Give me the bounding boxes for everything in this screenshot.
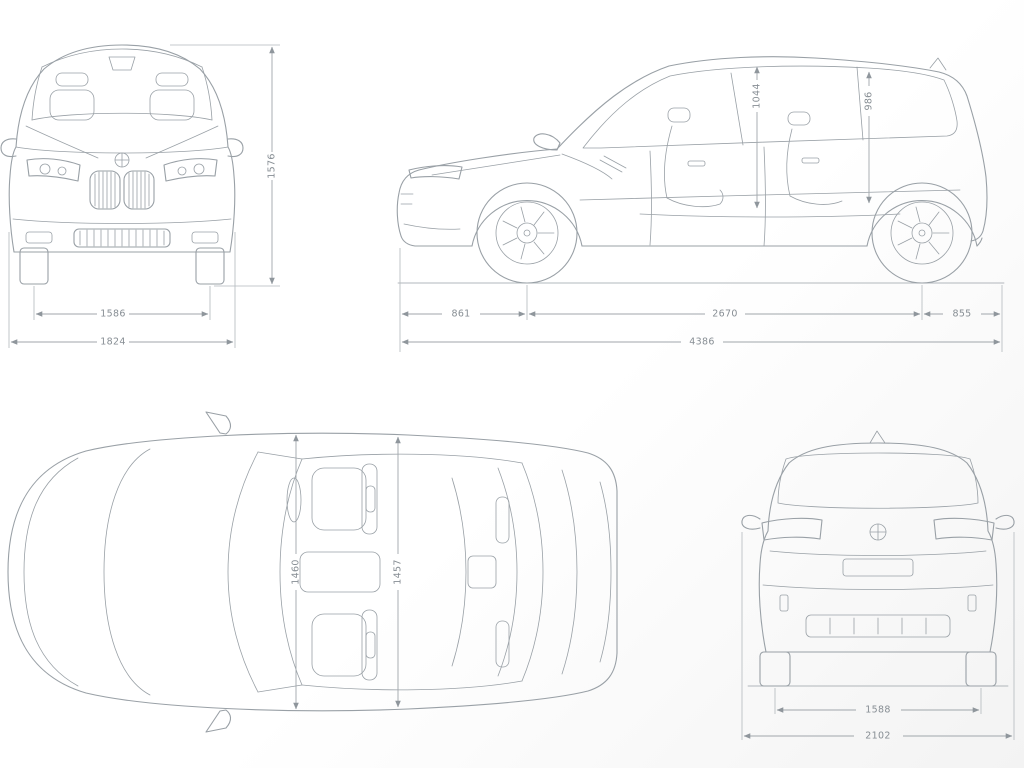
rear-window — [777, 452, 979, 509]
front-view-car-drawing — [0, 44, 244, 285]
front-track-dimension: 1586 — [33, 286, 211, 320]
front-height-dimension: 1576 — [170, 44, 280, 287]
rear-width-dimension: 2102 — [741, 532, 1015, 742]
rear-antenna-fin — [869, 430, 886, 444]
side-view-car-drawing — [396, 56, 1005, 284]
left-mirror — [0, 138, 17, 158]
side-rear-wheel — [871, 182, 973, 284]
front-left-wheel — [19, 247, 49, 285]
front-view: 1576 1586 1824 — [0, 44, 280, 348]
right-headlight — [163, 158, 218, 182]
rear-diffuser — [805, 614, 951, 638]
lower-air-intake — [73, 228, 171, 248]
top-front-width-dimension: 1460 — [291, 434, 302, 710]
side-rear-headroom-dimension: 986 — [864, 71, 875, 204]
kidney-grille-right — [123, 170, 155, 210]
dim-label-rear-overhang: 855 — [952, 309, 971, 320]
rear-right-mirror — [995, 514, 1015, 530]
top-view-car-drawing — [7, 411, 618, 733]
driver-seat — [311, 467, 367, 531]
rear-left-mirror — [741, 514, 761, 530]
steering-wheel — [286, 477, 302, 523]
dim-label-rear-width-mirrors: 2102 — [865, 731, 890, 742]
antenna-fin — [929, 57, 947, 71]
dim-label-front-track: 1586 — [100, 309, 125, 320]
left-taillight — [761, 517, 823, 541]
front-door-handle — [687, 160, 706, 167]
side-length-dimensions: 861 2670 855 4386 — [399, 248, 1003, 352]
front-right-wheel — [195, 247, 225, 285]
top-rear-width-dimension: 1457 — [393, 436, 404, 708]
right-taillight — [933, 517, 995, 541]
rear-right-wheel — [965, 651, 997, 687]
dim-label-rear-interior-width: 1457 — [393, 559, 404, 584]
rear-view-car-drawing — [741, 430, 1015, 687]
side-front-wheel — [476, 182, 578, 284]
dim-label-front-overhang: 861 — [451, 309, 470, 320]
top-view: 1460 1457 — [7, 411, 618, 733]
rear-door-handle — [801, 157, 820, 164]
right-headrest — [155, 72, 189, 87]
center-console — [299, 551, 381, 593]
dim-label-overall-length: 4386 — [689, 337, 714, 348]
top-left-mirror — [205, 411, 232, 435]
dim-label-front-interior-width: 1460 — [291, 559, 302, 584]
rear-left-wheel — [759, 651, 791, 687]
right-mirror — [227, 138, 244, 158]
dim-label-rear-track: 1588 — [865, 705, 890, 716]
rear-view: 1588 2102 — [741, 430, 1015, 742]
left-headrest — [55, 72, 89, 87]
rearview-mirror — [108, 56, 136, 71]
kidney-grille-left — [89, 170, 121, 210]
rear-track-dimension: 1588 — [774, 688, 982, 716]
side-front-headroom-dimension: 1044 — [752, 66, 763, 209]
dim-label-wheelbase: 2670 — [712, 309, 737, 320]
license-plate-recess — [842, 558, 914, 577]
top-right-mirror — [205, 709, 232, 733]
side-mirror — [533, 133, 561, 151]
dim-label-rear-headroom: 986 — [864, 91, 875, 110]
left-headlight — [26, 158, 81, 182]
dim-label-front-headroom: 1044 — [752, 83, 763, 108]
passenger-seat — [311, 613, 367, 677]
front-width-dimension: 1824 — [8, 232, 236, 348]
side-view: 1044 986 861 2670 855 4386 — [396, 56, 1005, 352]
dim-label-front-height: 1576 — [267, 153, 278, 178]
side-headlight — [408, 165, 463, 180]
dim-label-front-width: 1824 — [100, 337, 125, 348]
